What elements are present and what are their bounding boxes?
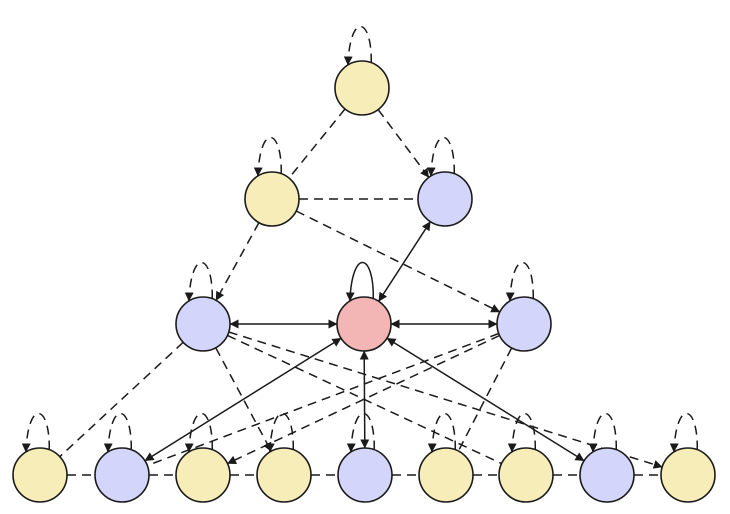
node-circle xyxy=(175,447,231,503)
self-loop-n7 xyxy=(103,412,133,453)
self-loop-n13 xyxy=(588,412,618,453)
self-loop-n0 xyxy=(343,25,373,66)
self-loop-n3 xyxy=(184,261,214,302)
node-n0-yellow[interactable] xyxy=(334,60,390,116)
node-n14-yellow[interactable] xyxy=(660,447,716,503)
self-loop-n4 xyxy=(345,261,375,302)
nodes-layer xyxy=(12,60,716,503)
self-loop-n5 xyxy=(505,261,535,302)
node-circle xyxy=(244,171,300,227)
self-loop-n11 xyxy=(427,412,457,453)
node-circle xyxy=(334,60,390,116)
edge-n3-n6 xyxy=(59,341,184,458)
edge-n13-n4 xyxy=(386,337,585,462)
self-loop-n9 xyxy=(265,412,295,453)
edge-n5-n11 xyxy=(457,347,513,452)
self-loop-n1 xyxy=(253,136,283,177)
edges-layer xyxy=(59,108,663,476)
edge-n1-n3 xyxy=(215,222,260,301)
edge-n7-n4 xyxy=(144,337,342,462)
node-n12-yellow[interactable] xyxy=(498,447,554,503)
node-circle xyxy=(418,447,474,503)
node-n9-yellow[interactable] xyxy=(256,447,312,503)
node-circle xyxy=(175,296,231,352)
node-circle xyxy=(336,296,392,352)
node-n7-blue[interactable] xyxy=(94,447,150,503)
node-n8-yellow[interactable] xyxy=(175,447,231,503)
self-loop-n10 xyxy=(346,412,376,453)
self-loop-n14 xyxy=(669,412,699,453)
edge-n3-n12 xyxy=(227,334,502,465)
edge-n3-n9 xyxy=(215,347,272,452)
node-n13-blue[interactable] xyxy=(579,447,635,503)
edge-n0-n1 xyxy=(288,108,346,179)
node-circle xyxy=(256,447,312,503)
self-loop-n12 xyxy=(507,412,537,453)
node-n6-yellow[interactable] xyxy=(12,447,68,503)
node-circle xyxy=(417,171,473,227)
node-circle xyxy=(496,296,552,352)
node-n10-blue[interactable] xyxy=(337,447,393,503)
node-n4-red[interactable] xyxy=(336,296,392,352)
node-circle xyxy=(337,447,393,503)
node-circle xyxy=(579,447,635,503)
self-loop-n6 xyxy=(21,412,51,453)
node-n11-yellow[interactable] xyxy=(418,447,474,503)
edge-n5-n8 xyxy=(227,334,500,465)
node-n3-blue[interactable] xyxy=(175,296,231,352)
self-loop-n8 xyxy=(184,412,214,453)
node-n2-blue[interactable] xyxy=(417,171,473,227)
node-circle xyxy=(498,447,554,503)
node-circle xyxy=(12,447,68,503)
edge-n0-n2 xyxy=(377,109,430,178)
node-circle xyxy=(660,447,716,503)
node-n5-blue[interactable] xyxy=(496,296,552,352)
edge-n5-n7 xyxy=(147,332,499,467)
node-circle xyxy=(94,447,150,503)
edge-n1-n5 xyxy=(295,210,501,313)
edge-n2-n4 xyxy=(378,221,431,302)
self-loops-layer xyxy=(21,25,699,453)
self-loop-n2 xyxy=(426,136,456,177)
node-n1-yellow[interactable] xyxy=(244,171,300,227)
